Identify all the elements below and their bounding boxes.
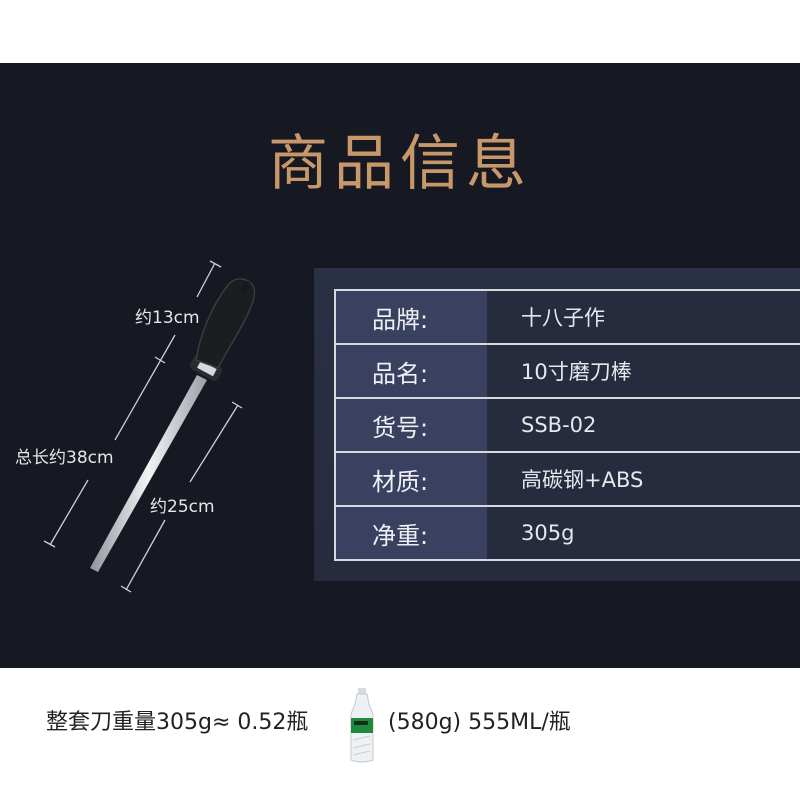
spec-row-brand: 品牌: 十八子作 [336,291,800,345]
spec-value: 高碳钢+ABS [487,453,800,505]
honing-rod-image [43,260,256,593]
spec-label: 品牌: [336,291,487,343]
spec-panel: 品牌: 十八子作 品名: 10寸磨刀棒 货号: SSB-02 材质: 高碳钢+A… [314,268,800,581]
spec-table: 品牌: 十八子作 品名: 10寸磨刀棒 货号: SSB-02 材质: 高碳钢+A… [334,289,800,561]
total-length-label: 总长约38cm [15,448,114,468]
spec-row-weight: 净重: 305g [336,507,800,559]
spec-value: 十八子作 [487,291,800,343]
page-title: 商品信息 [268,129,532,199]
weight-text: 整套刀重量305g≈ 0.52瓶 [46,710,309,735]
rod-length-label: 约25cm [150,497,215,517]
spec-label: 净重: [336,507,487,559]
spec-value: SSB-02 [487,399,800,451]
spec-value: 10寸磨刀棒 [487,345,800,397]
bottle-text: (580g) 555ML/瓶 [388,710,571,735]
spec-label: 货号: [336,399,487,451]
spec-row-name: 品名: 10寸磨刀棒 [336,345,800,399]
handle-length-label: 约13cm [135,308,200,328]
spec-value: 305g [487,507,800,559]
spec-row-material: 材质: 高碳钢+ABS [336,453,800,507]
spec-label: 品名: [336,345,487,397]
weight-comparison: 整套刀重量305g≈ 0.52瓶 (580g) 555ML/瓶 [0,668,800,800]
water-bottle-icon [350,688,374,763]
spec-label: 材质: [336,453,487,505]
spec-row-sku: 货号: SSB-02 [336,399,800,453]
